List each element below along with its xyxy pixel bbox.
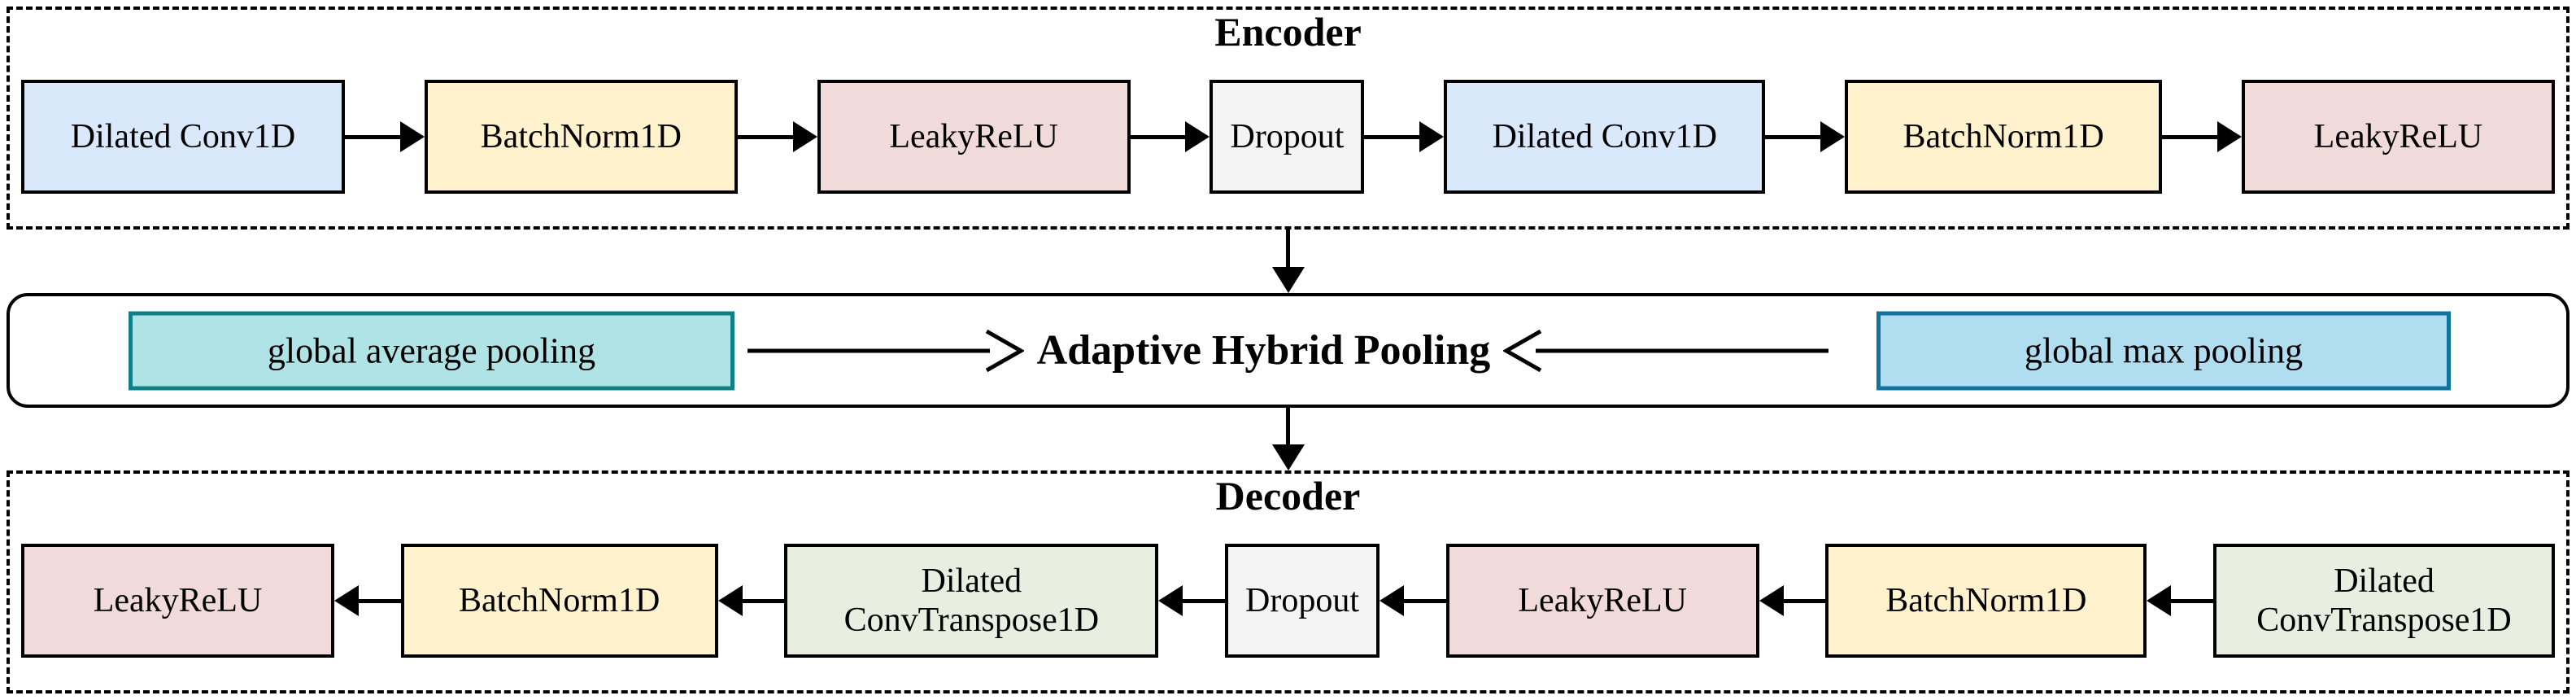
block-leakyrelu: LeakyReLU — [2241, 80, 2555, 194]
encoder-block-row: Dilated Conv1D BatchNorm1D LeakyReLU Dropou… — [21, 80, 2555, 194]
encoder-section: Encoder Dilated Conv1D BatchNorm1D LeakyRe… — [7, 7, 2569, 230]
pooling-title: Adaptive Hybrid Pooling — [1036, 327, 1491, 374]
flow-arrow-right-icon — [1765, 120, 1846, 153]
avg-pooling-arrow-icon — [747, 329, 1024, 372]
flow-arrow-left-icon — [1380, 584, 1446, 617]
flow-arrow-left-icon — [1759, 584, 1826, 617]
block-dilated-convtranspose1d: Dilated ConvTranspose1D — [784, 544, 1159, 658]
flow-arrow-right-icon — [737, 120, 817, 153]
block-batchnorm1d: BatchNorm1D — [1825, 544, 2147, 658]
block-dilated-conv1d: Dilated Conv1D — [21, 80, 345, 194]
encoder-to-pooling-arrow-icon — [1271, 230, 1306, 293]
block-dropout: Dropout — [1210, 80, 1365, 194]
flow-arrow-left-icon — [1158, 584, 1226, 617]
global-average-pooling-label: global average pooling — [267, 330, 596, 370]
flow-arrow-left-icon — [334, 584, 401, 617]
pooling-center: Adaptive Hybrid Pooling — [10, 296, 2566, 405]
block-batchnorm1d: BatchNorm1D — [424, 80, 738, 194]
global-average-pooling-block: global average pooling — [129, 311, 734, 390]
block-dilated-convtranspose1d: Dilated ConvTranspose1D — [2213, 544, 2556, 658]
block-leakyrelu: LeakyReLU — [21, 544, 334, 658]
decoder-title: Decoder — [1215, 473, 1361, 518]
pooling-section: global average pooling Adaptive Hybrid P… — [7, 293, 2569, 408]
decoder-section: Decoder LeakyReLU BatchNorm1D Dilated Conv… — [7, 470, 2569, 693]
pooling-to-decoder-arrow-icon — [1271, 408, 1306, 470]
encoder-title: Encoder — [1214, 9, 1362, 55]
block-dilated-conv1d: Dilated Conv1D — [1444, 80, 1766, 194]
global-max-pooling-label: global max pooling — [2024, 330, 2304, 370]
block-batchnorm1d: BatchNorm1D — [1845, 80, 2163, 194]
block-batchnorm1d: BatchNorm1D — [400, 544, 718, 658]
flow-arrow-right-icon — [345, 120, 425, 153]
flow-arrow-right-icon — [1364, 120, 1445, 153]
flow-arrow-right-icon — [2162, 120, 2242, 153]
flow-arrow-left-icon — [717, 584, 785, 617]
block-leakyrelu: LeakyReLU — [1445, 544, 1759, 658]
decoder-block-row: LeakyReLU BatchNorm1D Dilated ConvTranspos… — [21, 544, 2556, 658]
global-max-pooling-block: global max pooling — [1876, 311, 2451, 390]
flow-arrow-right-icon — [1130, 120, 1210, 153]
flow-arrow-left-icon — [2147, 584, 2214, 617]
max-pooling-arrow-icon — [1503, 329, 1829, 372]
block-leakyrelu: LeakyReLU — [817, 80, 1131, 194]
block-dropout: Dropout — [1225, 544, 1380, 658]
